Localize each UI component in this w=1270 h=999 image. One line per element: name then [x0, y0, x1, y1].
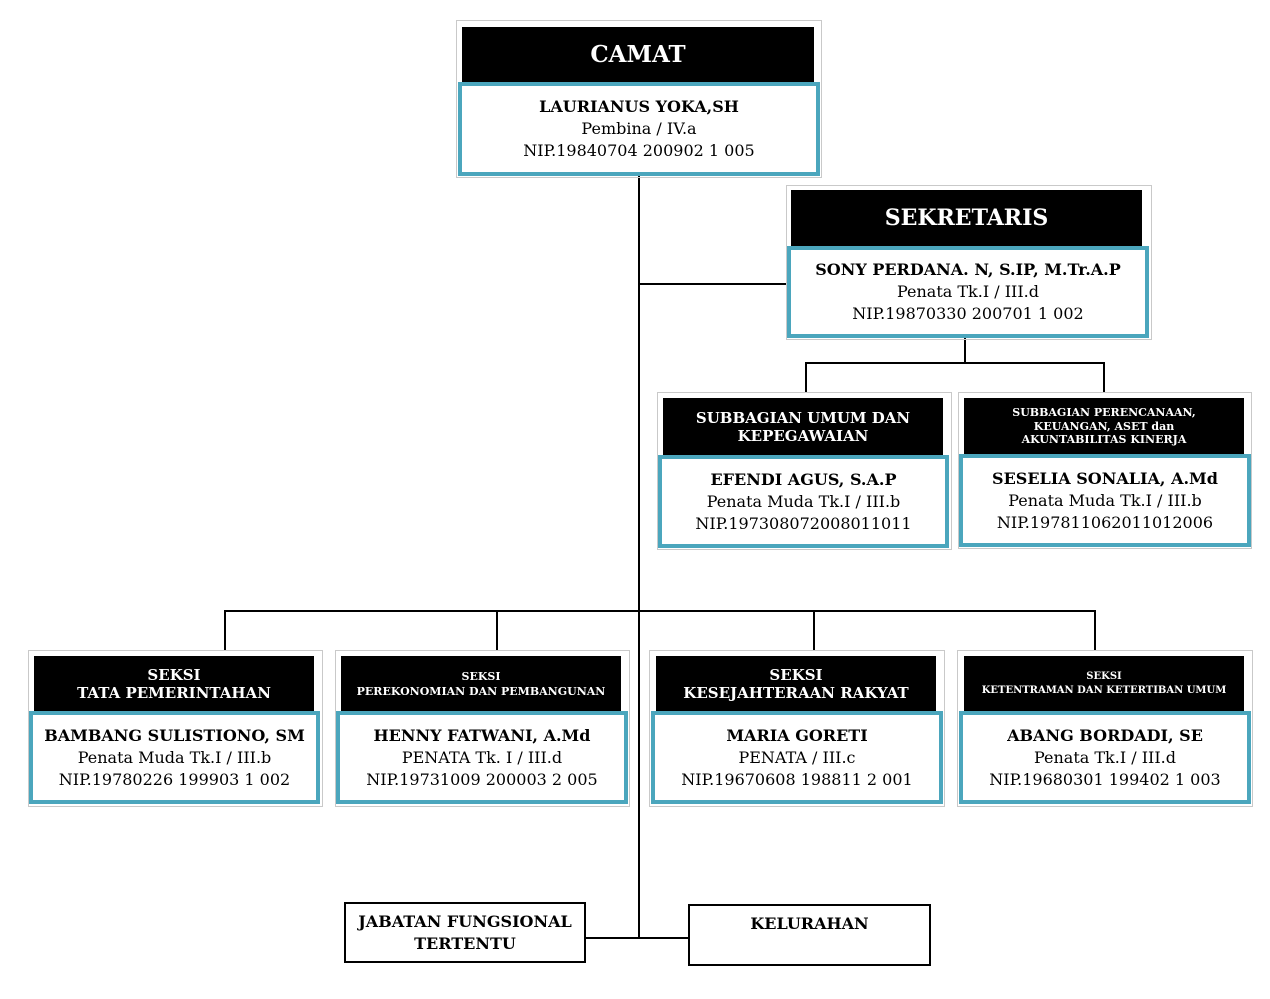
- seksi-ketentraman-title-bar: SEKSI KETENTRAMAN DAN KETERTIBAN UMUM: [964, 656, 1244, 712]
- sekretaris-unit: [786, 185, 1152, 340]
- connector-seksi-2-drop: [496, 610, 498, 650]
- seksi-perekonomian-nip: NIP.19731009 200003 2 005: [366, 769, 598, 789]
- subbagian-perencanaan-card: SESELIA SONALIA, A.Md Penata Muda Tk.I /…: [959, 454, 1251, 547]
- camat-name: LAURIANUS YOKA,SH: [539, 97, 739, 116]
- camat-rank: Pembina / IV.a: [581, 119, 697, 138]
- camat-nip: NIP.19840704 200902 1 005: [523, 141, 755, 160]
- seksi-tata-pemerintahan-title-bar: SEKSI TATA PEMERINTAHAN: [34, 656, 314, 712]
- seksi-perekonomian-name: HENNY FATWANI, A.Md: [373, 725, 591, 745]
- sekretaris-name: SONY PERDANA. N, S.IP, M.Tr.A.P: [815, 260, 1121, 279]
- connector-subbagian-2-drop: [1103, 362, 1105, 392]
- seksi-ketentraman-nip: NIP.19680301 199402 1 003: [989, 769, 1221, 789]
- seksi-ketentraman-card: ABANG BORDADI, SE Penata Tk.I / III.d NI…: [959, 711, 1251, 804]
- seksi-tata-pemerintahan-title-line: SEKSI: [147, 666, 201, 684]
- camat-unit: [456, 20, 822, 178]
- seksi-kesejahteraan-name: MARIA GORETI: [726, 725, 868, 745]
- connector-to-sekretaris: [639, 283, 787, 285]
- sekretaris-title: SEKRETARIS: [884, 204, 1049, 231]
- seksi-kesejahteraan-nip: NIP.19670608 198811 2 001: [681, 769, 913, 789]
- connector-seksi-4-drop: [1094, 610, 1096, 650]
- connector-trunk-vertical: [638, 175, 640, 939]
- seksi-kesejahteraan-rank: PENATA / III.c: [738, 747, 856, 767]
- sekretaris-card: SONY PERDANA. N, S.IP, M.Tr.A.P Penata T…: [787, 246, 1149, 338]
- subbagian-umum-nip: NIP.197308072008011011: [695, 513, 912, 533]
- connector-bottom-horizontal: [585, 937, 689, 939]
- connector-subbagian-1-drop: [805, 362, 807, 392]
- subbagian-umum-title-line: SUBBAGIAN UMUM DAN: [695, 408, 911, 427]
- seksi-kesejahteraan-card: MARIA GORETI PENATA / III.c NIP.19670608…: [651, 711, 943, 804]
- seksi-tata-pemerintahan-title-line: TATA PEMERINTAHAN: [77, 684, 271, 702]
- seksi-tata-pemerintahan-nip: NIP.19780226 199903 1 002: [58, 769, 291, 789]
- subbagian-perencanaan-title-line: SUBBAGIAN PERENCANAAN,: [1012, 405, 1196, 419]
- seksi-ketentraman-unit: [957, 650, 1253, 807]
- seksi-tata-pemerintahan-name: BAMBANG SULISTIONO, SM: [44, 725, 305, 745]
- seksi-tata-pemerintahan-card: BAMBANG SULISTIONO, SM Penata Muda Tk.I …: [29, 711, 320, 804]
- seksi-perekonomian-unit: [335, 650, 630, 807]
- subbagian-umum-card: EFENDI AGUS, S.A.P Penata Muda Tk.I / II…: [658, 455, 949, 548]
- seksi-perekonomian-title-line: SEKSI: [461, 669, 501, 683]
- connector-seksi-3-drop: [813, 610, 815, 650]
- camat-title-bar: CAMAT: [462, 27, 814, 82]
- connector-seksi-horizontal: [224, 610, 1096, 612]
- jabatan-fungsional-box: JABATAN FUNGSIONAL TERTENTU: [344, 902, 586, 963]
- jabatan-fungsional-line: TERTENTU: [414, 933, 516, 953]
- seksi-perekonomian-rank: PENATA Tk. I / III.d: [401, 747, 563, 767]
- subbagian-perencanaan-nip: NIP.197811062011012006: [996, 512, 1214, 532]
- sekretaris-rank: Penata Tk.I / III.d: [896, 282, 1040, 301]
- seksi-ketentraman-title-line: KETENTRAMAN DAN KETERTIBAN UMUM: [981, 685, 1227, 696]
- subbagian-perencanaan-name: SESELIA SONALIA, A.Md: [992, 468, 1218, 488]
- subbagian-perencanaan-title-bar: SUBBAGIAN PERENCANAAN, KEUANGAN, ASET da…: [964, 398, 1244, 455]
- subbagian-umum-title-bar: SUBBAGIAN UMUM DAN KEPEGAWAIAN: [663, 398, 943, 455]
- seksi-kesejahteraan-title-line: SEKSI: [769, 666, 823, 684]
- subbagian-umum-title-line: KEPEGAWAIAN: [737, 426, 869, 445]
- seksi-ketentraman-title-line: SEKSI: [1086, 671, 1122, 682]
- subbagian-perencanaan-rank: Penata Muda Tk.I / III.b: [1008, 490, 1202, 510]
- kelurahan-label: KELURAHAN: [750, 914, 869, 933]
- seksi-perekonomian-title-bar: SEKSI PEREKONOMIAN DAN PEMBANGUNAN: [341, 656, 621, 712]
- seksi-perekonomian-card: HENNY FATWANI, A.Md PENATA Tk. I / III.d…: [336, 711, 628, 804]
- kelurahan-box: KELURAHAN: [688, 904, 931, 966]
- jabatan-fungsional-line: JABATAN FUNGSIONAL: [358, 911, 572, 931]
- seksi-ketentraman-rank: Penata Tk.I / III.d: [1033, 747, 1177, 767]
- subbagian-perencanaan-unit: [958, 392, 1252, 549]
- seksi-kesejahteraan-title-line: KESEJAHTERAAN RAKYAT: [683, 684, 909, 702]
- seksi-kesejahteraan-title-bar: SEKSI KESEJAHTERAAN RAKYAT: [656, 656, 936, 712]
- connector-seksi-1-drop: [224, 610, 226, 650]
- sekretaris-title-bar: SEKRETARIS: [791, 190, 1142, 246]
- connector-subbagian-horizontal: [805, 362, 1105, 364]
- camat-card: LAURIANUS YOKA,SH Pembina / IV.a NIP.198…: [458, 82, 820, 176]
- subbagian-perencanaan-title-line: AKUNTABILITAS KINERJA: [1021, 433, 1187, 447]
- seksi-ketentraman-name: ABANG BORDADI, SE: [1007, 725, 1203, 745]
- subbagian-umum-unit: [657, 392, 952, 550]
- seksi-kesejahteraan-unit: [649, 650, 945, 807]
- subbagian-umum-name: EFENDI AGUS, S.A.P: [710, 469, 897, 489]
- camat-title: CAMAT: [590, 40, 686, 68]
- connector-sekretaris-down: [964, 337, 966, 363]
- seksi-perekonomian-title-line: PEREKONOMIAN DAN PEMBANGUNAN: [356, 685, 606, 698]
- seksi-tata-pemerintahan-unit: [28, 650, 323, 807]
- subbagian-perencanaan-title-line: KEUANGAN, ASET dan: [1033, 419, 1175, 433]
- sekretaris-nip: NIP.19870330 200701 1 002: [852, 304, 1084, 323]
- subbagian-umum-rank: Penata Muda Tk.I / III.b: [706, 491, 901, 511]
- seksi-tata-pemerintahan-rank: Penata Muda Tk.I / III.b: [77, 747, 272, 767]
